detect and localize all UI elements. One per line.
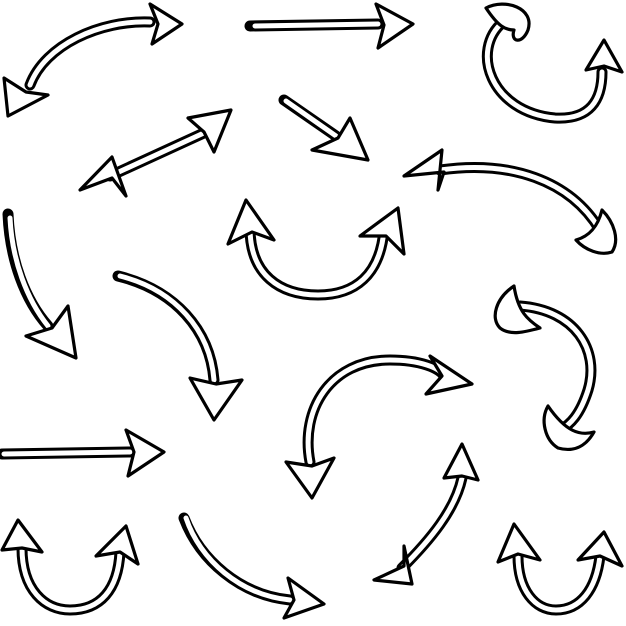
curl-arrow-up-icon <box>482 2 624 124</box>
u-arrow-double-icon <box>0 518 140 616</box>
u-arrow-double-icon <box>226 198 406 301</box>
straight-arrow-right-icon <box>244 2 415 50</box>
curved-arrow-double-icon <box>2 2 184 118</box>
straight-arrow-right-icon <box>0 428 166 478</box>
arrow-down-icon <box>2 208 78 360</box>
curved-arrow-down-right-icon <box>402 148 618 255</box>
curved-arrow-right-icon <box>178 512 326 620</box>
double-arrow-diagonal-icon <box>78 108 233 198</box>
arc-arrow-double-icon <box>284 354 474 500</box>
short-arrow-down-right-icon <box>278 94 370 162</box>
u-arrow-double-icon <box>496 522 624 616</box>
double-arrow-diagonal-icon <box>372 442 480 586</box>
s-curve-arrow-icon <box>493 284 597 452</box>
curved-arrow-down-icon <box>112 270 244 422</box>
